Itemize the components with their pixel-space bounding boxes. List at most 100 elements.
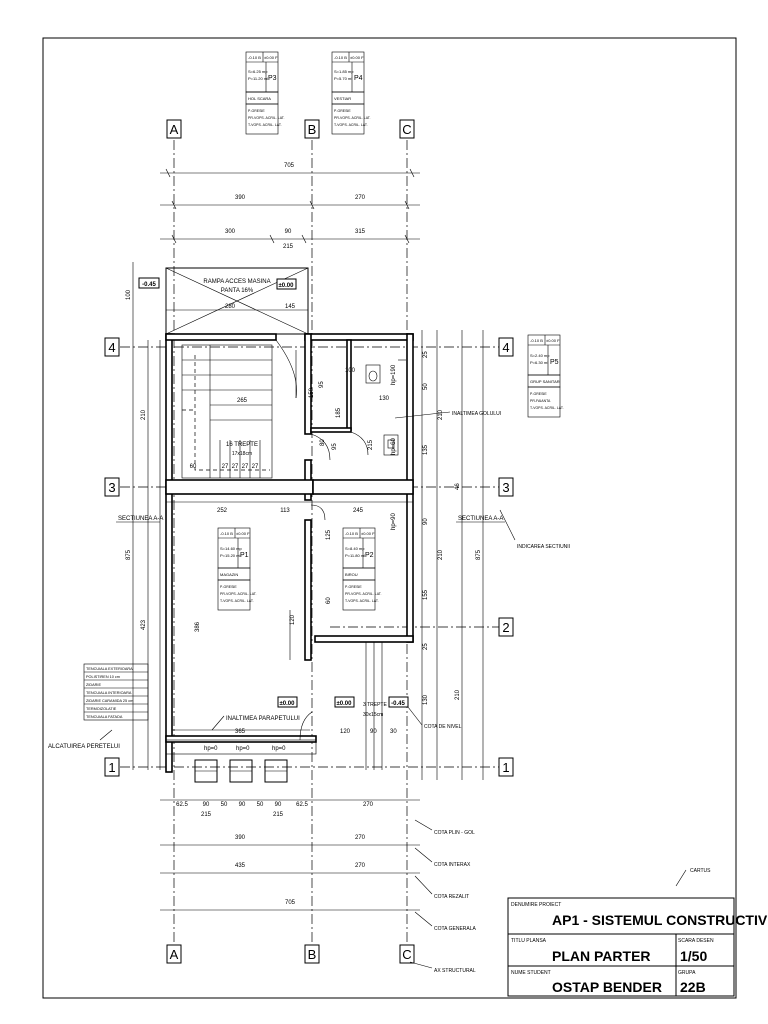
interior-dims-mid: 386 120 125 60 [195,529,332,660]
parapet-label: INALTIMEA PARAPETULUI [226,716,300,722]
svg-text:-0.10 B: -0.10 B [345,531,358,536]
svg-text:T-VOPS. ACRIL. LAT.: T-VOPS. ACRIL. LAT. [248,123,282,127]
svg-text:T-VOPS. ACRIL. LAT.: T-VOPS. ACRIL. LAT. [345,599,379,603]
svg-text:hp=60: hp=60 [391,437,397,455]
svg-text:±0.00 F: ±0.00 F [546,338,560,343]
svg-text:215: 215 [201,812,212,818]
svg-text:100: 100 [345,368,356,374]
svg-text:TENCUIALA INTERIOARA: TENCUIALA INTERIOARA [86,691,132,695]
svg-text:HOL SCARA: HOL SCARA [248,96,271,101]
axis-label-c-bottom: C [402,947,411,962]
svg-text:27: 27 [232,464,239,470]
svg-text:120: 120 [340,729,351,735]
svg-text:120: 120 [290,614,296,625]
room-id-p1: P1 [240,552,249,559]
svg-text:-0.10 B: -0.10 B [530,338,543,343]
svg-text:390: 390 [235,835,246,841]
level-entry: ±0.00 [279,283,295,289]
svg-text:TITLU PLANSA: TITLU PLANSA [511,938,547,944]
svg-text:P=5.70 ml: P=5.70 ml [334,76,352,81]
opening-note: INALTIMEA GOLULUI [452,411,501,417]
treads-count: 3 TREPTE [363,702,387,708]
svg-text:S=8.40 mp: S=8.40 mp [345,546,365,551]
level-floor1: ±0.00 [280,701,296,707]
room-tag-p5: -0.10 B ±0.00 F S=2.40 mp P=6.30 ml P5 G… [527,334,564,418]
wall-layers-legend: TENCUIALA EXTERIOARA POLISTIREN 10 cm ZI… [83,663,149,721]
svg-text:705: 705 [285,900,296,906]
svg-text:90: 90 [239,802,246,808]
svg-text:P=15.20 ml: P=15.20 ml [220,553,240,558]
staircase: 265 16 TREPTE 17x18cm 60 27 27 27 27 [181,344,273,479]
sheet-title: PLAN PARTER [552,948,651,964]
svg-text:hp=190: hp=190 [391,364,397,385]
svg-text:S=1.85 mp: S=1.85 mp [334,69,354,74]
level-outside: -0.45 [391,701,405,707]
svg-text:COTA REZALIT: COTA REZALIT [434,894,469,900]
axis-label-a-bottom: A [170,947,179,962]
wc-fixtures [365,359,406,456]
svg-text:P-GRESIE: P-GRESIE [220,585,237,589]
dim-top-300: 300 [225,229,236,235]
svg-text:TENCUIALA EXTERIOARA: TENCUIALA EXTERIOARA [86,667,133,671]
svg-text:±0.00 F: ±0.00 F [361,531,375,536]
group-value: 22B [680,979,706,995]
svg-text:90: 90 [370,729,377,735]
svg-text:±0.00 F: ±0.00 F [264,55,278,60]
stair-count: 16 TREPTE [226,442,258,448]
svg-text:875: 875 [126,549,132,560]
svg-text:±0.00 F: ±0.00 F [236,531,250,536]
room-tag-p3: -0.10 B ±0.00 F S=6.25 mp P=11.20 ml P3 … [245,51,285,135]
svg-text:ZIDARIE: ZIDARIE [86,683,101,687]
svg-text:280: 280 [225,304,236,310]
svg-text:P=11.20 ml: P=11.20 ml [248,76,268,81]
dim-top-total: 705 [284,163,295,169]
svg-text:95: 95 [319,381,325,388]
svg-text:130: 130 [379,396,390,402]
svg-text:50: 50 [423,383,429,390]
svg-text:27: 27 [222,464,229,470]
svg-text:±0.00 F: ±0.00 F [350,55,364,60]
svg-text:215: 215 [273,812,284,818]
svg-text:62.5: 62.5 [296,802,308,808]
svg-text:GRUPA: GRUPA [678,970,696,976]
svg-text:50: 50 [221,802,228,808]
svg-text:80: 80 [320,439,326,446]
svg-text:30: 30 [390,729,397,735]
svg-text:60: 60 [326,597,332,604]
svg-text:145: 145 [285,304,296,310]
svg-text:270: 270 [355,863,366,869]
svg-text:386: 386 [195,621,201,632]
axis-bubbles-top: A B C [166,119,415,139]
svg-text:AX STRUCTURAL: AX STRUCTURAL [434,968,476,974]
level-floor2: ±0.00 [337,701,353,707]
svg-text:50: 50 [257,802,264,808]
svg-text:PR-VOPS. ACRIL. LAT.: PR-VOPS. ACRIL. LAT. [220,592,257,596]
svg-text:SCARA DESEN: SCARA DESEN [678,938,714,944]
svg-text:P-GRESIE: P-GRESIE [530,392,547,396]
svg-text:COTA GENERALA: COTA GENERALA [434,926,477,932]
car-ramp: RAMPA ACCES MASINA PANTA 16% 280 145 -0.… [138,267,309,335]
bottom-windows [165,739,317,783]
svg-text:113: 113 [280,508,290,514]
svg-text:NUME STUDENT: NUME STUDENT [511,970,551,976]
svg-text:46: 46 [455,483,461,490]
svg-text:90: 90 [423,518,429,525]
svg-text:185: 185 [336,407,342,418]
wall-note: ALCATUIREA PERETELUI [48,744,120,750]
svg-text:hp=90: hp=90 [391,512,397,530]
dim-top-390: 390 [235,195,246,201]
annotation-callouts: SECTIUNEA A-A SECTIUNEA A-A INDICAREA SE… [48,411,711,974]
svg-text:125: 125 [326,529,332,540]
svg-text:90: 90 [275,802,282,808]
svg-text:P-GRESIE: P-GRESIE [345,585,362,589]
svg-text:P-GRESIE: P-GRESIE [248,109,265,113]
svg-text:27: 27 [242,464,249,470]
svg-text:COTA INTERAX: COTA INTERAX [434,862,471,868]
dimensions-bottom: 62.5 90 50 90 50 90 62.5 270 215 215 390… [160,799,420,911]
svg-text:MAGAZIN: MAGAZIN [220,572,238,577]
dim-top-90: 90 [285,229,292,235]
svg-text:T-VOPS. ACRIL. LAT.: T-VOPS. ACRIL. LAT. [334,123,368,127]
svg-text:62.5: 62.5 [176,802,188,808]
student-name: OSTAP BENDER [552,979,662,995]
svg-text:COTA PLIN - GOL: COTA PLIN - GOL [434,830,475,836]
